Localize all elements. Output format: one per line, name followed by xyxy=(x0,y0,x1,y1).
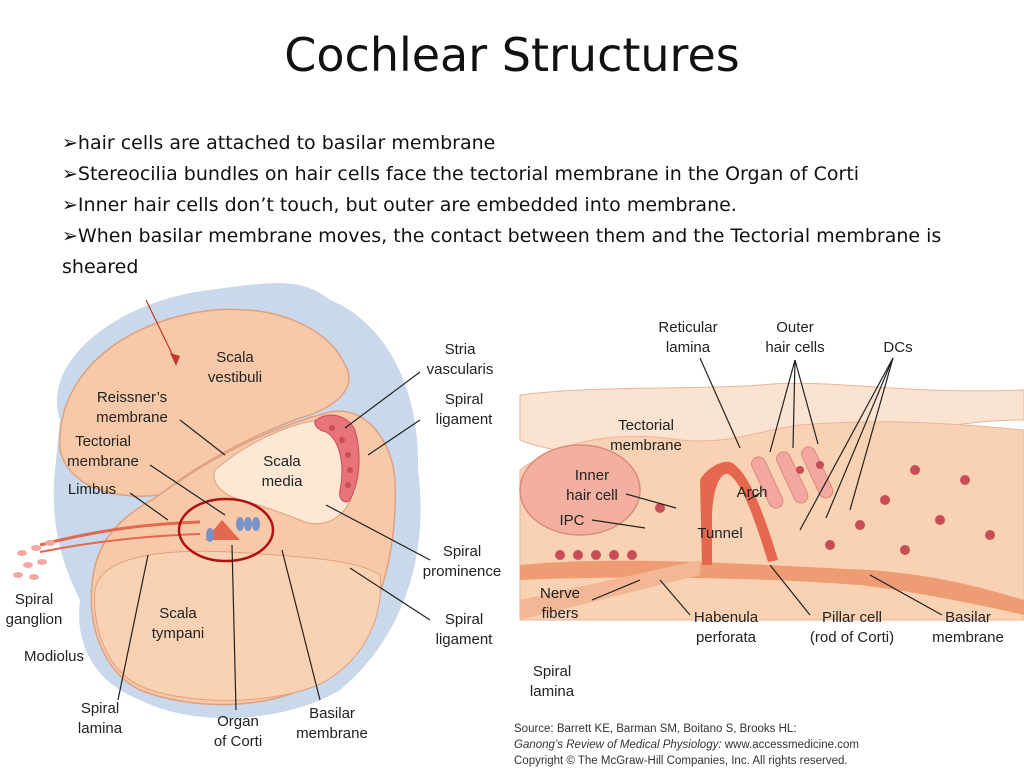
slide-title: Cochlear Structures xyxy=(284,28,740,82)
bullet-item: ➢Inner hair cells don’t touch, but outer… xyxy=(62,190,962,221)
label-inner-hair-cell: hair cell xyxy=(566,487,618,504)
label-spiral-ganglion: Spiral xyxy=(15,591,53,608)
label-spiral-ligament: ligament xyxy=(436,631,494,648)
label-tunnel: Tunnel xyxy=(697,525,742,542)
label-tectorial-membrane: Tectorial xyxy=(75,433,131,450)
label-organ-of-corti: of Corti xyxy=(214,733,262,750)
bullet-item: ➢When basilar membrane moves, the contac… xyxy=(62,221,962,283)
label-reticular-lamina: lamina xyxy=(666,339,711,356)
label-scala-media: Scala xyxy=(263,453,301,470)
label-stria-vascularis: vascularis xyxy=(427,361,494,378)
label-reticular-lamina: Reticular xyxy=(658,319,717,336)
pillar-cell-arch xyxy=(700,461,778,565)
source-line-1: Source: Barrett KE, Barman SM, Boitano S… xyxy=(514,723,797,735)
cochlea-cross-section: Scala vestibuli Reissner’s membrane Tect… xyxy=(6,282,501,750)
cell-nuclei xyxy=(555,461,995,560)
bullet-list: ➢hair cells are attached to basilar memb… xyxy=(62,128,962,283)
label-scala-vestibuli: Scala xyxy=(216,349,254,366)
label-scala-media: media xyxy=(262,473,304,490)
arrow-bullet-icon: ➢ xyxy=(62,132,78,154)
left-leader-lines xyxy=(117,371,431,711)
source-book-title: Ganong’s Review of Medical Physiology: xyxy=(514,739,722,751)
label-dcs: DCs xyxy=(883,339,912,356)
source-line-2: Ganong’s Review of Medical Physiology: w… xyxy=(514,739,859,751)
inner-hair-cell-region xyxy=(519,444,641,536)
source-line-3: Copyright © The McGraw-Hill Companies, I… xyxy=(514,755,848,767)
label-ipc: IPC xyxy=(559,512,584,529)
bullet-text: Inner hair cells don’t touch, but outer … xyxy=(77,194,737,216)
label-pillar-cell: (rod of Corti) xyxy=(810,629,894,646)
label-organ-of-corti: Organ xyxy=(217,713,259,730)
label-outer-hair-cells: Outer xyxy=(776,319,814,336)
label-scala-tympani: tympani xyxy=(152,625,205,642)
label-spiral-lamina: lamina xyxy=(78,720,123,737)
label-spiral-lamina: lamina xyxy=(530,683,575,700)
arrow-bullet-icon: ➢ xyxy=(62,163,78,185)
source-url: www.accessmedicine.com xyxy=(722,739,859,751)
arrow-bullet-icon: ➢ xyxy=(62,194,78,216)
label-scala-vestibuli: vestibuli xyxy=(208,369,262,386)
label-spiral-prominence: Spiral xyxy=(443,543,481,560)
scala-tympani-region xyxy=(94,550,382,701)
outer-hair-cells-group xyxy=(751,446,834,509)
red-pointer-arrow xyxy=(145,299,177,363)
bullet-text: When basilar membrane moves, the contact… xyxy=(62,225,942,278)
label-scala-tympani: Scala xyxy=(159,605,197,622)
label-habenula-perforata: perforata xyxy=(696,629,757,646)
label-stria-vascularis: Stria xyxy=(445,341,477,358)
stria-vascularis-shape xyxy=(314,414,360,503)
bullet-text: Stereocilia bundles on hair cells face t… xyxy=(77,163,860,185)
label-basilar-membrane: membrane xyxy=(296,725,368,742)
label-inner-hair-cell: Inner xyxy=(575,467,609,484)
label-tectorial-membrane: membrane xyxy=(67,453,139,470)
source-credit: Source: Barrett KE, Barman SM, Boitano S… xyxy=(514,723,859,767)
label-spiral-ligament: Spiral xyxy=(445,611,483,628)
label-spiral-ligament: Spiral xyxy=(445,391,483,408)
spiral-ganglion-cells xyxy=(13,540,55,580)
label-spiral-ligament: ligament xyxy=(436,411,494,428)
organ-of-corti-detail: Reticular lamina Outer hair cells DCs Te… xyxy=(519,319,1024,700)
label-reissners-membrane: membrane xyxy=(96,409,168,426)
scala-vestibuli-region xyxy=(59,308,350,497)
bullet-text: hair cells are attached to basilar membr… xyxy=(77,132,496,154)
label-modiolus: Modiolus xyxy=(24,648,84,665)
label-spiral-ganglion: ganglion xyxy=(6,611,63,628)
label-habenula-perforata: Habenula xyxy=(694,609,759,626)
label-arch: Arch xyxy=(737,484,768,501)
arrow-bullet-icon: ➢ xyxy=(62,225,78,247)
label-tectorial-membrane: Tectorial xyxy=(618,417,674,434)
label-spiral-lamina: Spiral xyxy=(533,663,571,680)
label-tectorial-membrane: membrane xyxy=(610,437,682,454)
bullet-item: ➢Stereocilia bundles on hair cells face … xyxy=(62,159,962,190)
label-nerve-fibers: fibers xyxy=(542,605,579,622)
bullet-item: ➢hair cells are attached to basilar memb… xyxy=(62,128,962,159)
label-basilar-membrane: membrane xyxy=(932,629,1004,646)
label-spiral-lamina: Spiral xyxy=(81,700,119,717)
label-outer-hair-cells: hair cells xyxy=(765,339,824,356)
organ-of-corti-highlight xyxy=(177,497,275,563)
label-pillar-cell: Pillar cell xyxy=(822,609,882,626)
label-nerve-fibers: Nerve xyxy=(540,585,580,602)
label-basilar-membrane: Basilar xyxy=(309,705,355,722)
label-spiral-prominence: prominence xyxy=(423,563,501,580)
label-limbus: Limbus xyxy=(68,481,116,498)
label-reissners-membrane: Reissner’s xyxy=(97,389,167,406)
label-basilar-membrane: Basilar xyxy=(945,609,991,626)
right-leader-lines xyxy=(591,357,943,616)
